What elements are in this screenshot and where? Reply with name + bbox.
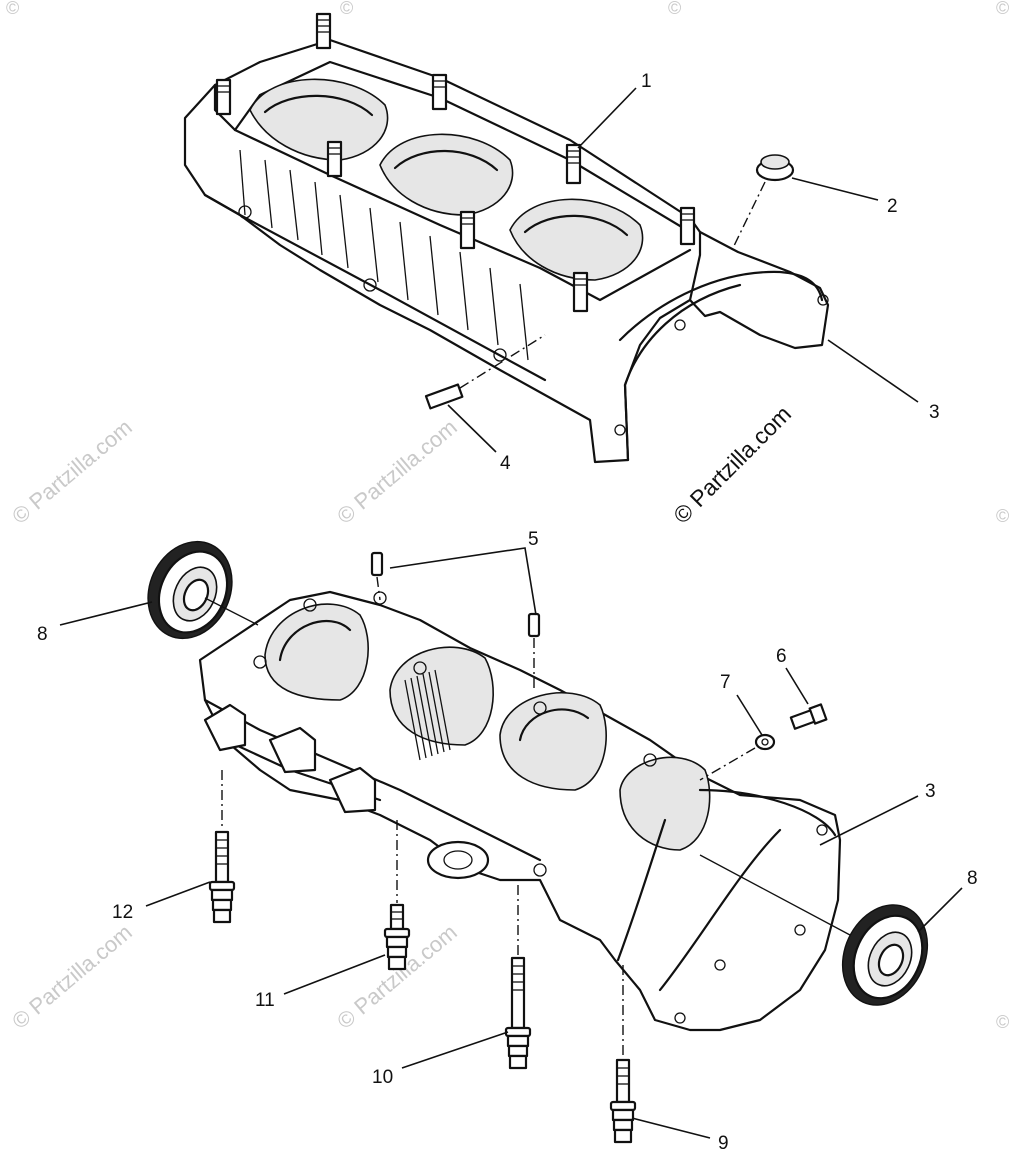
callout-11: 11 (255, 990, 275, 1011)
callout-3-bottom: 3 (925, 781, 936, 802)
watermark-faint-2: © Partzilla.com (332, 414, 462, 528)
stud-2 (215, 78, 232, 116)
leader-8-left (59, 601, 153, 626)
part-5-dowel-pins (370, 551, 541, 690)
part-11-bolt (383, 820, 411, 971)
callout-6: 6 (776, 646, 787, 667)
dowel-pin-a (370, 551, 384, 577)
callout-8-left: 8 (37, 624, 48, 645)
leader-5 (389, 547, 537, 616)
watermark-copyright-top-left: © (6, 0, 19, 18)
stud-7 (679, 206, 696, 246)
watermark-main: © Partzilla.com (668, 401, 796, 529)
part-6-bolt (789, 703, 828, 730)
stud-4 (326, 140, 343, 178)
callout-3-top: 3 (929, 402, 940, 423)
leader-4 (447, 404, 497, 453)
callout-12: 12 (112, 902, 133, 923)
callout-10: 10 (372, 1067, 393, 1088)
part-8-seal-left (147, 540, 259, 640)
part-2-plug (731, 154, 795, 251)
leader-12 (145, 881, 211, 907)
callout-labels: 1 2 3 4 5 6 7 3 8 8 9 10 11 12 (37, 71, 978, 1154)
callout-4: 4 (500, 453, 511, 474)
lower-crankcase (198, 590, 842, 1032)
watermark-faint-3: © Partzilla.com (7, 919, 137, 1033)
leader-3-bottom (819, 795, 919, 846)
stud-1 (315, 12, 332, 50)
part-9-bolt (609, 965, 637, 1144)
part-10-bolt (504, 885, 532, 1070)
upper-crankcase (183, 38, 830, 464)
lower-leaders (59, 547, 963, 1139)
callout-1: 1 (641, 71, 652, 92)
callout-7: 7 (720, 672, 731, 693)
callout-9: 9 (718, 1133, 729, 1154)
watermark-copyright-right-mid: © (996, 506, 1009, 526)
leader-8-right (917, 887, 963, 933)
stud-6 (459, 210, 476, 250)
watermark-copyright-top-right2: © (996, 0, 1009, 18)
leader-10 (401, 1031, 509, 1069)
callout-8-right: 8 (967, 868, 978, 889)
watermark-copyright-top-right1: © (668, 0, 681, 18)
leader-7 (736, 694, 763, 736)
cylinder-studs (215, 12, 696, 313)
callout-2: 2 (887, 196, 898, 217)
leader-1 (577, 87, 637, 149)
watermark-copyright-right-bottom: © (996, 1012, 1009, 1032)
part-4-fitting (424, 334, 546, 410)
leader-11 (283, 954, 386, 995)
leader-6 (785, 667, 809, 705)
part-7-washer (699, 733, 776, 781)
leader-3-top (827, 339, 919, 403)
part-8-seal-right (699, 854, 929, 1006)
dowel-pin-b (527, 612, 541, 638)
stud-3 (431, 73, 448, 111)
part-12-bolt (208, 770, 236, 924)
stud-5 (565, 143, 582, 185)
watermark-faint-1: © Partzilla.com (7, 414, 137, 528)
upper-leaders (447, 87, 919, 453)
watermark-copyright-top-mid: © (340, 0, 353, 18)
leader-2 (791, 177, 879, 201)
leader-9 (631, 1117, 711, 1139)
stud-8 (572, 271, 589, 313)
callout-5: 5 (528, 529, 539, 550)
